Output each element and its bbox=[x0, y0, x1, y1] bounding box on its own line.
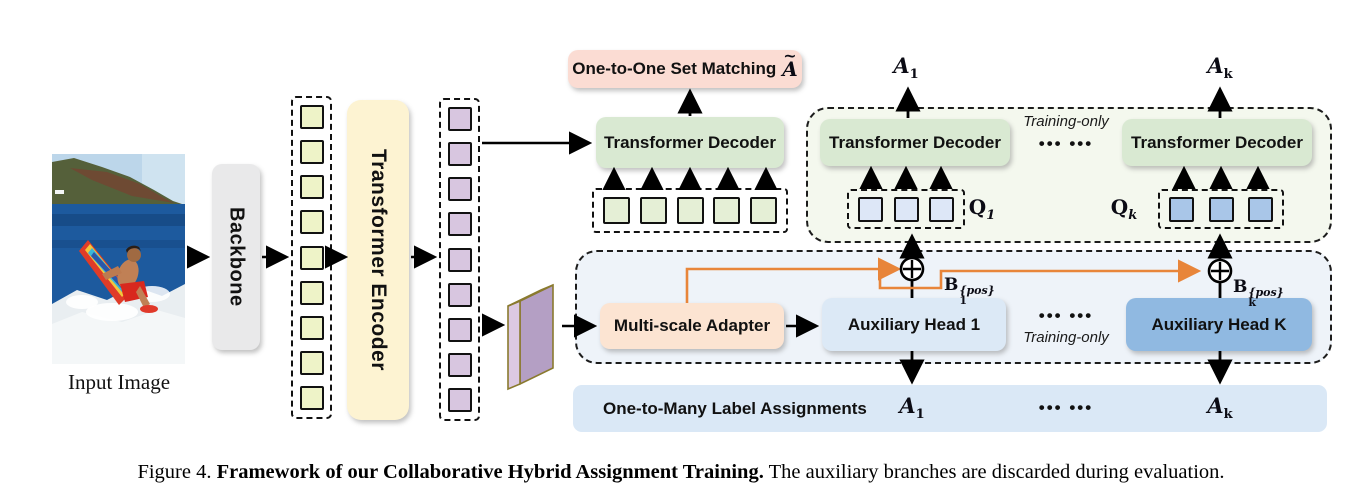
assignment-ak-top-label: Ak bbox=[1207, 53, 1233, 83]
backbone-token bbox=[299, 105, 324, 129]
feature-map-slab bbox=[507, 283, 554, 391]
qk-label: Qk bbox=[1110, 195, 1138, 223]
backbone-token bbox=[299, 350, 324, 375]
aux-transformer-decoder-1-box: Transformer Decoder bbox=[820, 119, 1010, 166]
auxiliary-head-k-box: Auxiliary Head K bbox=[1126, 298, 1312, 351]
backbone-token bbox=[299, 140, 324, 165]
backbone-token bbox=[299, 280, 324, 305]
input-image-label: Input Image bbox=[67, 370, 171, 394]
b1-pos-label: B{pos}1 bbox=[944, 275, 995, 307]
backbone-token bbox=[299, 210, 324, 235]
one-to-one-matching-label: One-to-One Set Matching bbox=[572, 59, 777, 78]
assignment-a1-top-label: A1 bbox=[893, 53, 919, 83]
encoder-token bbox=[447, 247, 472, 272]
qk-query bbox=[1208, 196, 1234, 222]
qk-query bbox=[1248, 196, 1273, 222]
backbone-box: Backbone bbox=[212, 164, 260, 350]
encoder-token bbox=[447, 388, 472, 412]
encoder-token bbox=[447, 142, 472, 167]
q1-label: Q1 bbox=[968, 195, 996, 223]
ellipsis-heads: ••• ••• bbox=[1038, 306, 1094, 325]
object-query bbox=[603, 197, 630, 224]
encoder-token bbox=[447, 317, 472, 342]
figure-caption: Figure 4. Framework of our Collaborative… bbox=[0, 461, 1362, 484]
encoder-token-column bbox=[439, 98, 480, 421]
aux-transformer-decoder-k-box: Transformer Decoder bbox=[1122, 119, 1312, 166]
auxiliary-head-1-box: Auxiliary Head 1 bbox=[822, 298, 1006, 351]
object-query bbox=[676, 197, 704, 224]
backbone-token bbox=[299, 245, 324, 270]
backbone-token bbox=[299, 315, 324, 340]
encoder-token bbox=[447, 212, 472, 237]
one-to-one-matching-box: One-to-One Set Matching ~A bbox=[568, 46, 802, 88]
q1-query-row bbox=[847, 189, 965, 229]
caption-rest-text: The auxiliary branches are discarded dur… bbox=[768, 461, 1225, 483]
caption-bold-text: Framework of our Collaborative Hybrid As… bbox=[216, 461, 764, 483]
object-query bbox=[639, 197, 667, 224]
backbone-token-column bbox=[291, 96, 332, 419]
qk-query-row bbox=[1158, 189, 1284, 229]
ellipsis-assignments: ••• ••• bbox=[1038, 398, 1094, 417]
assignment-a1-bottom-label: A1 bbox=[899, 393, 925, 423]
matching-symbol: ~A bbox=[782, 46, 798, 81]
encoder-token bbox=[447, 282, 472, 307]
training-only-label-middle: Training-only bbox=[1023, 329, 1109, 346]
q1-query bbox=[858, 196, 883, 222]
training-only-label-top: Training-only bbox=[1023, 113, 1109, 130]
q1-query bbox=[929, 196, 954, 222]
main-transformer-decoder-box: Transformer Decoder bbox=[596, 117, 784, 168]
main-query-row bbox=[592, 188, 788, 233]
backbone-token bbox=[299, 386, 324, 410]
assignment-ak-bottom-label: Ak bbox=[1207, 393, 1233, 423]
transformer-encoder-box: Transformer Encoder bbox=[347, 100, 409, 420]
one-to-many-assignments-label: One-to-Many Label Assignments bbox=[603, 398, 867, 418]
backbone-token bbox=[299, 175, 324, 200]
bk-pos-label: B{pos}k bbox=[1233, 277, 1284, 309]
encoder-token bbox=[447, 177, 472, 202]
multi-scale-adapter-box: Multi-scale Adapter bbox=[600, 303, 784, 349]
encoder-token bbox=[447, 107, 472, 131]
encoder-token bbox=[447, 352, 472, 377]
input-image bbox=[52, 154, 185, 364]
object-query bbox=[750, 197, 777, 224]
ellipsis-decoders: ••• ••• bbox=[1038, 134, 1094, 153]
one-to-many-assignments-bar: One-to-Many Label Assignments bbox=[573, 385, 1327, 432]
object-query bbox=[713, 197, 741, 224]
qk-query bbox=[1169, 196, 1194, 222]
caption-figure-number: Figure 4. bbox=[137, 461, 212, 483]
q1-query bbox=[893, 196, 919, 222]
